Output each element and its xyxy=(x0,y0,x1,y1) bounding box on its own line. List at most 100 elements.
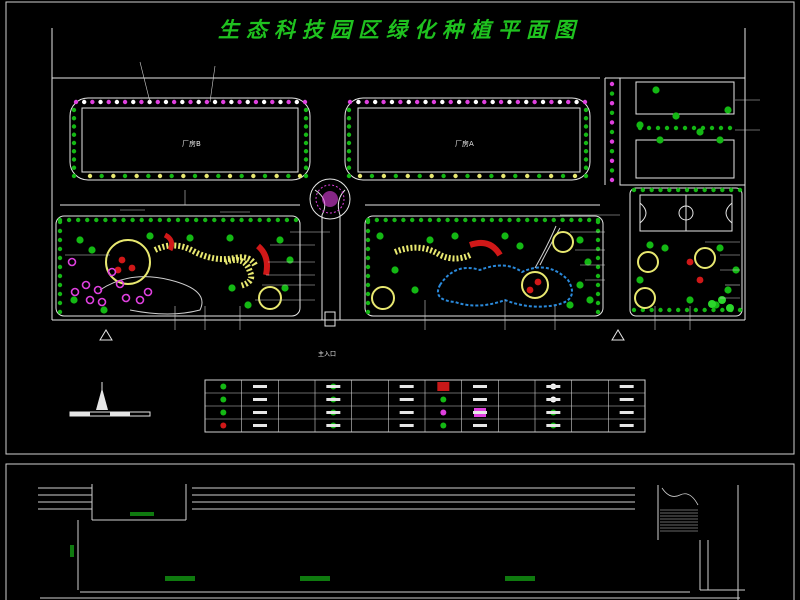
legend-entry-mark xyxy=(546,424,561,427)
hedge-dot xyxy=(595,264,601,270)
hedge-dot xyxy=(684,307,690,313)
tree xyxy=(566,301,574,309)
hedge-dot xyxy=(303,173,309,179)
tree xyxy=(696,128,704,136)
hedge-dot xyxy=(583,173,589,179)
hedge-dot xyxy=(278,99,283,105)
hedge-dot xyxy=(365,228,371,234)
legend-entry-mark xyxy=(399,424,414,427)
building-a-label: 厂房A xyxy=(455,139,474,148)
hedge-dot xyxy=(516,217,521,223)
tree xyxy=(76,236,84,244)
hedge-dot xyxy=(423,99,428,105)
hedge-dot xyxy=(302,99,308,105)
hedge-dot xyxy=(121,217,126,223)
tree xyxy=(586,296,594,304)
hedge-dot xyxy=(536,173,542,179)
tree xyxy=(672,112,680,120)
hedge-dot xyxy=(181,173,186,179)
site-boundary xyxy=(51,28,746,321)
hedge-dot xyxy=(631,307,637,313)
north-arrow-icon xyxy=(96,382,108,410)
hedge-dot xyxy=(155,99,160,105)
hedge-dot xyxy=(245,99,250,105)
tree xyxy=(411,286,419,294)
central-roundabout xyxy=(309,178,351,220)
tree xyxy=(656,136,664,144)
hedge-dot xyxy=(418,217,424,223)
legend-symbol xyxy=(220,383,227,390)
hedge-dot xyxy=(658,307,663,313)
hedge-dot xyxy=(266,217,271,223)
legend-entry-mark xyxy=(619,411,634,414)
hedge-dot xyxy=(583,124,589,129)
hedge-dot xyxy=(369,173,375,179)
hedge-dot xyxy=(365,219,371,225)
hedge-dot xyxy=(221,217,226,223)
hedge-dot xyxy=(346,157,352,162)
legend-entry-mark xyxy=(253,398,267,401)
section-markers xyxy=(70,512,535,581)
hedge-dot xyxy=(655,125,661,131)
tree xyxy=(391,266,399,274)
hedge-dot xyxy=(364,99,369,105)
hedge-dot xyxy=(609,91,615,96)
hedge-dot xyxy=(212,217,217,223)
flowering-tree xyxy=(81,280,91,290)
legend-entry-mark xyxy=(253,385,267,388)
hedge-dot xyxy=(87,173,93,179)
hedge-dot xyxy=(356,99,361,105)
hedge-dot xyxy=(98,99,103,105)
hedge-dot xyxy=(71,140,77,146)
hedge-dot xyxy=(583,165,589,170)
hedge-dot xyxy=(569,217,574,223)
hedge-dot xyxy=(427,217,433,223)
hedge-dot xyxy=(229,99,234,105)
hedge-dot xyxy=(139,217,144,223)
hedge-dot xyxy=(513,173,518,179)
legend-entry-mark xyxy=(399,398,414,401)
tree-clusters xyxy=(70,86,740,314)
flower-clusters xyxy=(67,257,153,307)
legend-entry-mark xyxy=(326,424,341,427)
legend-entry-mark xyxy=(253,411,267,414)
tree xyxy=(228,284,236,292)
hedge-dot xyxy=(477,173,482,179)
hedge-dot xyxy=(533,217,539,223)
legend-entry-mark xyxy=(399,385,414,388)
hedge-dot xyxy=(381,99,386,105)
legend-entry-mark xyxy=(326,411,341,414)
hedge-dot xyxy=(480,217,486,223)
hedge-dot xyxy=(566,99,571,105)
hedge-dot xyxy=(693,307,699,313)
red-shrub xyxy=(128,264,136,272)
hedge-dot xyxy=(303,165,309,170)
hedge-dot xyxy=(609,139,615,144)
tree xyxy=(70,296,78,304)
building-b-label: 厂房B xyxy=(182,139,201,148)
hedge-dot xyxy=(718,125,724,131)
hedge-dot xyxy=(482,99,487,105)
hedge-dot xyxy=(57,255,63,261)
hedge-dot xyxy=(274,173,279,179)
hedge-dot xyxy=(163,99,169,105)
hedge-dot xyxy=(532,99,537,105)
shrub xyxy=(708,300,716,308)
hedge-dot xyxy=(365,273,371,279)
hedge-dot xyxy=(578,217,583,223)
hedge-dot xyxy=(595,300,601,306)
hedge-dot xyxy=(691,125,697,131)
legend-symbol xyxy=(440,396,447,403)
hedge-dot xyxy=(196,99,201,105)
hedge-dot xyxy=(157,173,163,179)
hedge-dot xyxy=(365,309,371,315)
hedge-dot xyxy=(57,300,63,306)
hedge-dot xyxy=(649,307,654,313)
legend-entry-mark xyxy=(473,385,487,388)
hedge-dot xyxy=(383,217,388,223)
flowering-tree xyxy=(93,285,103,295)
hedge-dot xyxy=(248,217,253,223)
hedge-dot xyxy=(239,217,244,223)
hedge-dot xyxy=(583,107,589,113)
hedge-dot xyxy=(405,173,410,179)
